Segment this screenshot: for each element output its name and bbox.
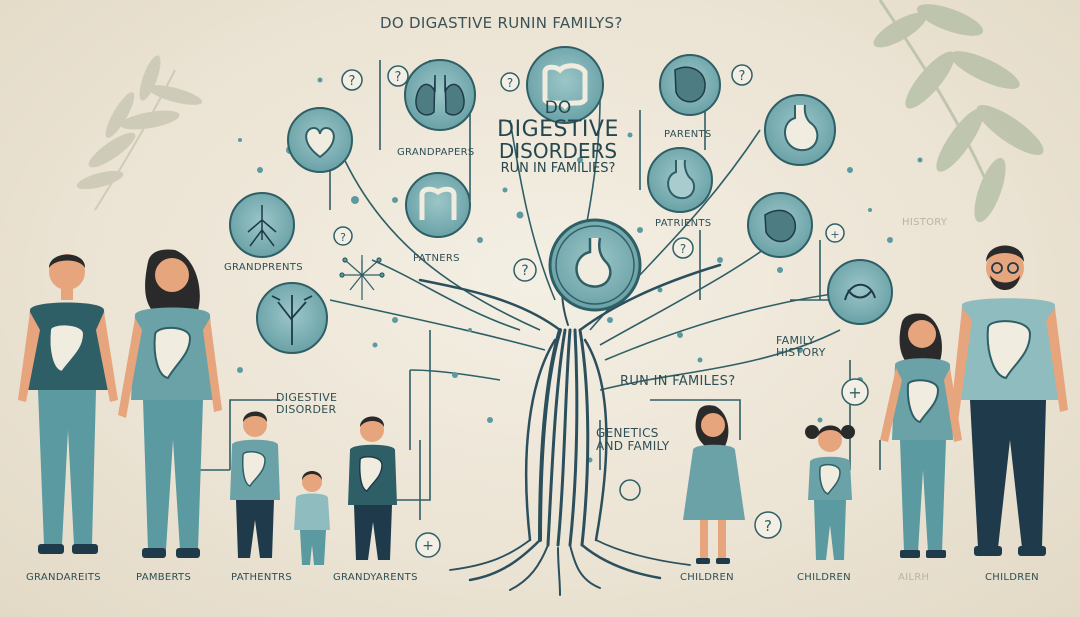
bottom-label-4: GRANDYARENTS	[333, 572, 418, 583]
question-icon: ?	[500, 72, 520, 92]
intestine-icon	[542, 63, 588, 110]
gallbladder-icon	[764, 209, 796, 243]
label-patners: PATNERS	[413, 253, 460, 264]
medallion-stomach-center	[548, 218, 642, 312]
ring-icon	[619, 479, 641, 501]
center-question: DO DIGESTIVE DISORDERS RUN IN FAMILIES?	[478, 98, 638, 176]
stomach-small-icon	[667, 159, 696, 200]
label-patrients: PATRIENTS	[655, 218, 712, 229]
center-line-4: RUN IN FAMILIES?	[500, 160, 616, 176]
svg-text:?: ?	[507, 76, 513, 90]
center-line-3: DISORDERS	[498, 138, 618, 163]
medallion-liver	[659, 54, 721, 116]
bottom-label-1: GRANDAREITS	[26, 572, 101, 583]
dandelion-icon	[339, 255, 385, 300]
plus-icon: +	[415, 532, 441, 558]
person-girl-center	[683, 405, 745, 564]
svg-text:?: ?	[340, 231, 346, 244]
bottom-label-8: CHILDREN	[985, 572, 1039, 583]
person-girl-pigtails	[805, 425, 855, 560]
question-icon: ?	[754, 511, 782, 539]
question-icon: ?	[333, 226, 353, 246]
label-grandprents: GRANDPRENTS	[224, 262, 303, 273]
plus-icon: +	[825, 223, 845, 243]
label-parents-top: PARENTS	[664, 129, 712, 140]
person-father-right	[950, 245, 1068, 556]
svg-text:?: ?	[349, 74, 356, 89]
medallion-tree	[256, 282, 328, 354]
label-genetics-family: GENETICS AND FAMILY	[596, 426, 670, 454]
svg-text:?: ?	[739, 69, 746, 84]
medallion-intestine-right	[827, 259, 893, 325]
leaf-branch-right	[873, 0, 1044, 223]
person-mother-right	[880, 313, 962, 558]
svg-text:+: +	[848, 383, 861, 402]
person-small-child	[294, 471, 330, 565]
medallion-colon-top	[526, 46, 604, 124]
person-boy-1	[230, 411, 280, 558]
bottom-label-6: CHILDREN	[797, 572, 851, 583]
svg-text:?: ?	[764, 517, 772, 535]
bottom-label-5: CHILDREN	[680, 572, 734, 583]
connector-lines	[190, 60, 881, 520]
label-run-in-familes: RUN IN FAMILES?	[620, 374, 736, 389]
medallion-stomach-top-right	[764, 94, 836, 166]
bronchi-icon	[247, 205, 277, 247]
svg-text:+: +	[830, 228, 839, 241]
stomach-icon	[784, 104, 819, 152]
medallion-stomach-mid-right	[647, 147, 713, 213]
plus-icon: +	[841, 378, 869, 406]
question-icon: ?	[672, 237, 694, 259]
bottom-label-3: PATHENTRS	[231, 572, 292, 583]
question-icon: ?	[513, 258, 537, 282]
medallion-lungs	[404, 59, 476, 131]
medallion-gallbladder	[747, 192, 813, 258]
heart-icon	[305, 126, 335, 159]
bottom-label-7: AILRH	[898, 572, 930, 583]
question-icon: ?	[341, 69, 363, 91]
person-grandmother	[118, 249, 222, 558]
question-icon: ?	[387, 65, 409, 87]
stomach-intestine-icon	[575, 237, 612, 288]
medallion-heart	[287, 107, 353, 173]
label-family-history: FAMILY HISTORY	[776, 334, 826, 360]
medallion-colon-mid	[405, 172, 471, 238]
svg-text:?: ?	[395, 70, 402, 85]
center-line-1: DO	[544, 98, 572, 118]
label-grandpapers: GRANDPAPERS	[397, 147, 475, 158]
lungs-icon	[415, 74, 465, 116]
label-history-faint: HISTORY	[902, 217, 948, 228]
leaf-branch-left	[76, 55, 203, 211]
svg-text:+: +	[422, 538, 434, 554]
tree-icon	[271, 295, 313, 345]
intestine-right-icon	[844, 283, 876, 301]
svg-text:?: ?	[680, 242, 686, 256]
small-icons: ? ? ? ? ? ? ? ? + + +	[333, 64, 869, 558]
colon-icon	[419, 186, 457, 220]
medallion-bronchi	[229, 192, 295, 258]
label-digestive-disorder: DIGESTIVE DISORDER	[276, 391, 338, 417]
question-icon: ?	[731, 64, 753, 86]
main-title: DO DIGASTIVE RUNIN FAMILYS?	[380, 14, 623, 32]
tree-trunk	[418, 259, 722, 596]
center-line-2: DIGESTIVE	[497, 116, 619, 142]
person-boy-2	[348, 416, 397, 560]
person-grandfather	[18, 254, 118, 554]
bottom-label-2: PAMBERTS	[136, 572, 192, 583]
svg-text:?: ?	[521, 263, 528, 279]
liver-icon	[674, 66, 706, 103]
